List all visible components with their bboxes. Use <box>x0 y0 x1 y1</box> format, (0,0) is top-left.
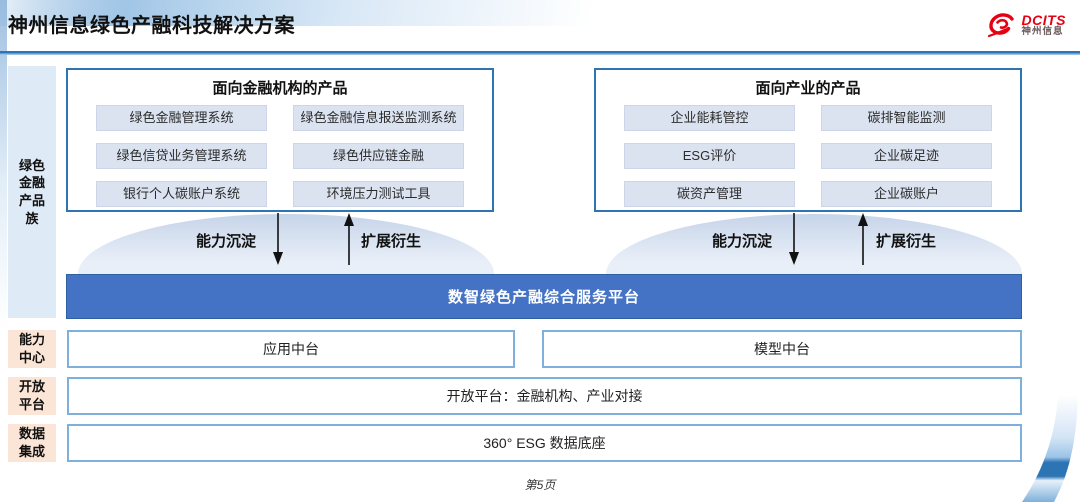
logo-brand: DCITS <box>1021 11 1066 28</box>
dcits-swirl-icon <box>987 13 1014 38</box>
dcits-logo: DCITS 神州信息 <box>987 10 1067 40</box>
product-item: 绿色供应链金融 <box>293 143 464 169</box>
top-swoosh-decoration <box>0 0 1080 26</box>
up-arrow-icon <box>344 213 354 265</box>
sidebar-label-capability-center: 能力中心 <box>8 330 56 368</box>
product-item: 银行个人碳账户系统 <box>96 181 267 207</box>
logo-brand-cn: 神州信息 <box>1021 26 1064 38</box>
page-number: 第5页 <box>524 478 556 492</box>
platform-bar: 数智绿色产融综合服务平台 <box>66 274 1022 319</box>
open-platform-box: 开放平台：金融机构、产业对接 <box>67 377 1022 415</box>
dome-decoration-left <box>78 214 494 274</box>
industry-products-title: 面向产业的产品 <box>755 80 861 97</box>
product-item: 企业碳足迹 <box>821 143 992 169</box>
product-item: 碳资产管理 <box>624 181 795 207</box>
expand-derive-label: 扩展衍生 <box>361 233 422 250</box>
capability-sink-label: 能力沉淀 <box>712 233 773 250</box>
esg-data-base-box: 360° ESG 数据底座 <box>67 424 1022 462</box>
finance-products-grid: 绿色金融管理系统 绿色金融信息报送监测系统 绿色信贷业务管理系统 绿色供应链金融… <box>68 103 492 207</box>
product-item: 环境压力测试工具 <box>293 181 464 207</box>
sidebar-label-text: 数据集成 <box>19 426 46 459</box>
left-edge-decoration <box>0 0 7 330</box>
sidebar-label-data-integration: 数据集成 <box>8 424 56 462</box>
expand-derive-label: 扩展衍生 <box>876 233 937 250</box>
logo-text: DCITS 神州信息 <box>1021 11 1067 38</box>
corner-swoosh-decoration <box>1022 395 1078 502</box>
product-item: 绿色信贷业务管理系统 <box>96 143 267 169</box>
capability-sink-label: 能力沉淀 <box>196 233 257 250</box>
product-item: ESG评价 <box>624 143 795 169</box>
title-divider <box>0 51 1080 55</box>
page-title: 神州信息绿色产融科技解决方案 <box>8 15 295 37</box>
industry-products-box: 面向产业的产品 企业能耗管控 碳排智能监测 ESG评价 企业碳足迹 碳资产管理 … <box>594 68 1022 212</box>
industry-products-grid: 企业能耗管控 碳排智能监测 ESG评价 企业碳足迹 碳资产管理 企业碳账户 <box>596 103 1020 207</box>
finance-products-box: 面向金融机构的产品 绿色金融管理系统 绿色金融信息报送监测系统 绿色信贷业务管理… <box>66 68 494 212</box>
down-arrow-icon <box>273 213 283 265</box>
finance-products-title: 面向金融机构的产品 <box>212 80 348 97</box>
product-item: 绿色金融信息报送监测系统 <box>293 105 464 131</box>
sidebar-label-text: 绿色金融产品族 <box>19 157 46 226</box>
sidebar-label-text: 开放平台 <box>19 379 46 412</box>
product-item: 绿色金融管理系统 <box>96 105 267 131</box>
app-middle-platform-box: 应用中台 <box>67 330 515 368</box>
up-arrow-icon <box>858 213 868 265</box>
sidebar-label-product-family: 绿色金融产品族 <box>8 66 56 318</box>
sidebar-label-text: 能力中心 <box>19 332 46 365</box>
dome-decoration-right <box>606 214 1022 274</box>
sidebar-label-open-platform: 开放平台 <box>8 377 56 415</box>
product-item: 企业能耗管控 <box>624 105 795 131</box>
product-item: 企业碳账户 <box>821 181 992 207</box>
product-item: 碳排智能监测 <box>821 105 992 131</box>
model-middle-platform-box: 模型中台 <box>542 330 1022 368</box>
down-arrow-icon <box>789 213 799 265</box>
